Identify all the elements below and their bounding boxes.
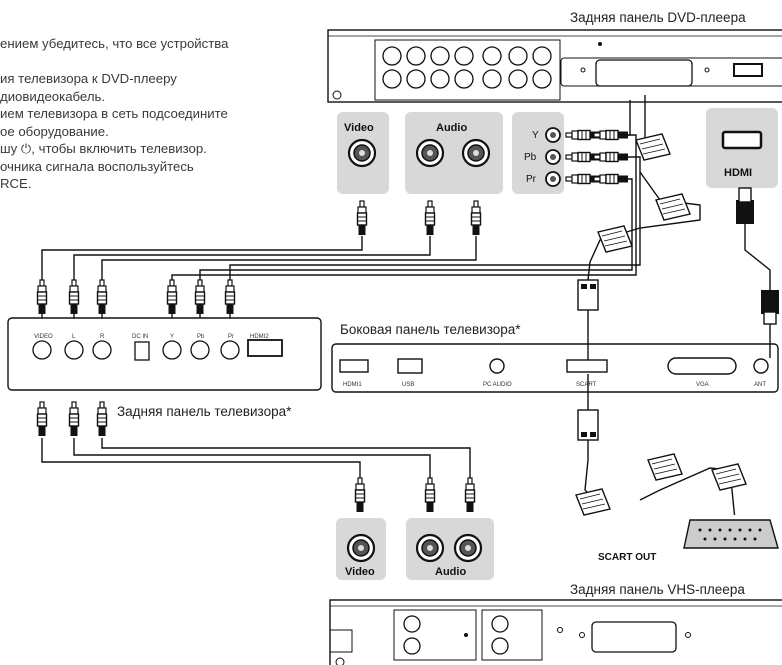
scart-plug-icon <box>635 133 671 161</box>
port-label-video: VIDEO <box>34 334 53 340</box>
audio-l-jack-icon <box>415 533 445 563</box>
pb-tag: Pb <box>524 152 537 163</box>
video-tag: Video <box>344 122 374 134</box>
tv-side-title: Боковая панель телевизора* <box>340 322 521 337</box>
scart-plug-icon <box>655 193 691 221</box>
y-tag: Y <box>532 130 539 141</box>
port-label-usb: USB <box>402 382 414 388</box>
video-tag: Video <box>345 566 375 578</box>
component-jacks <box>545 127 561 187</box>
hdmi-tag: HDMI <box>724 167 752 179</box>
scart-plug-icon <box>647 453 683 481</box>
audio-r-plug-icon <box>464 477 476 513</box>
audio-tag: Audio <box>436 122 467 134</box>
scart-plug-icon <box>711 463 747 491</box>
video-jack-icon <box>346 533 376 563</box>
instruction-line: шу ⏻, чтобы включить телевизор. <box>0 141 207 156</box>
dvd-jacks <box>382 46 552 89</box>
audio-r-plug-icon <box>96 401 108 437</box>
audio-r-jack-icon <box>453 533 483 563</box>
dvd-rear-panel <box>327 29 782 103</box>
vhs-rear-title: Задняя панель VHS-плеера <box>570 582 745 597</box>
video-plug-icon <box>356 200 368 236</box>
instruction-line: очника сигнала воспользуйтесь <box>0 158 194 174</box>
vhs-rear-panel <box>329 599 782 665</box>
port-label-dcin: DC IN <box>132 334 148 340</box>
hdmi-cable <box>736 187 779 358</box>
port-label-hdmi1: HDMI1 <box>343 382 362 388</box>
port-label-y: Y <box>170 334 174 340</box>
video-plug-icon <box>36 401 48 437</box>
scart-port-icon <box>683 519 779 549</box>
video-jack-icon <box>347 138 377 168</box>
audio-card <box>405 112 503 194</box>
audio-l-jack-icon <box>415 138 445 168</box>
port-label-l: L <box>72 334 76 340</box>
y-plug-icon <box>166 279 178 315</box>
dvd-rear-title: Задняя панель DVD-плеера <box>570 10 746 25</box>
port-label-scart: SCART <box>576 382 597 388</box>
instruction-line: ием телевизора в сеть подсоедините <box>0 106 228 121</box>
instructions-text: ением убедитесь, что все устройства ия т… <box>0 35 228 193</box>
hdmi-port-icon <box>721 130 763 150</box>
audio-l-plug-icon <box>68 279 80 315</box>
av-cables <box>41 100 641 280</box>
tv-rear-port-labels: VIDEO L R DC IN Y Pb Pr HDMI2 <box>34 334 269 340</box>
audio-r-plug-icon <box>470 200 482 236</box>
vhs-av-cables <box>41 438 471 478</box>
pr-tag: Pr <box>526 174 537 185</box>
video-plug-icon <box>354 477 366 513</box>
port-label-ant: ANT <box>754 382 766 388</box>
port-label-pc-audio: PC AUDIO <box>483 382 512 388</box>
scart-plug-icon <box>597 225 633 253</box>
instruction-line: ое оборудование. <box>0 123 109 139</box>
audio-l-plug-icon <box>424 200 436 236</box>
audio-card <box>406 518 494 580</box>
instruction-line: диовидеокабель. <box>0 88 106 104</box>
audio-r-jack-icon <box>461 138 491 168</box>
tv-rear-title: Задняя панель телевизора* <box>117 404 292 419</box>
tv-side-port-labels: HDMI1 USB PC AUDIO SCART VGA ANT <box>343 382 766 388</box>
port-label-hdmi2: HDMI2 <box>250 334 269 340</box>
pr-plug-icon <box>224 279 236 315</box>
audio-r-plug-icon <box>96 279 108 315</box>
port-label-vga: VGA <box>696 382 709 388</box>
audio-l-plug-icon <box>424 477 436 513</box>
audio-l-plug-icon <box>68 401 80 437</box>
instruction-line: ением убедитесь, что все устройства <box>0 36 229 51</box>
instruction-line: RCE. <box>0 176 32 191</box>
tv-rear-panel <box>7 317 322 391</box>
pb-plug-icon <box>194 279 206 315</box>
instruction-line: ия телевизора к DVD-плееру <box>0 71 177 86</box>
scart-out-tag: SCART OUT <box>598 552 656 563</box>
port-label-pb: Pb <box>197 334 205 340</box>
scart-plug-icon <box>575 488 611 516</box>
audio-tag: Audio <box>435 566 466 578</box>
video-plug-icon <box>36 279 48 315</box>
port-label-pr: Pr <box>228 334 234 340</box>
tv-side-panel <box>331 343 779 393</box>
scart-cable-dvd <box>587 95 701 281</box>
scart-adapter-icon <box>577 279 599 441</box>
port-label-r: R <box>100 334 105 340</box>
